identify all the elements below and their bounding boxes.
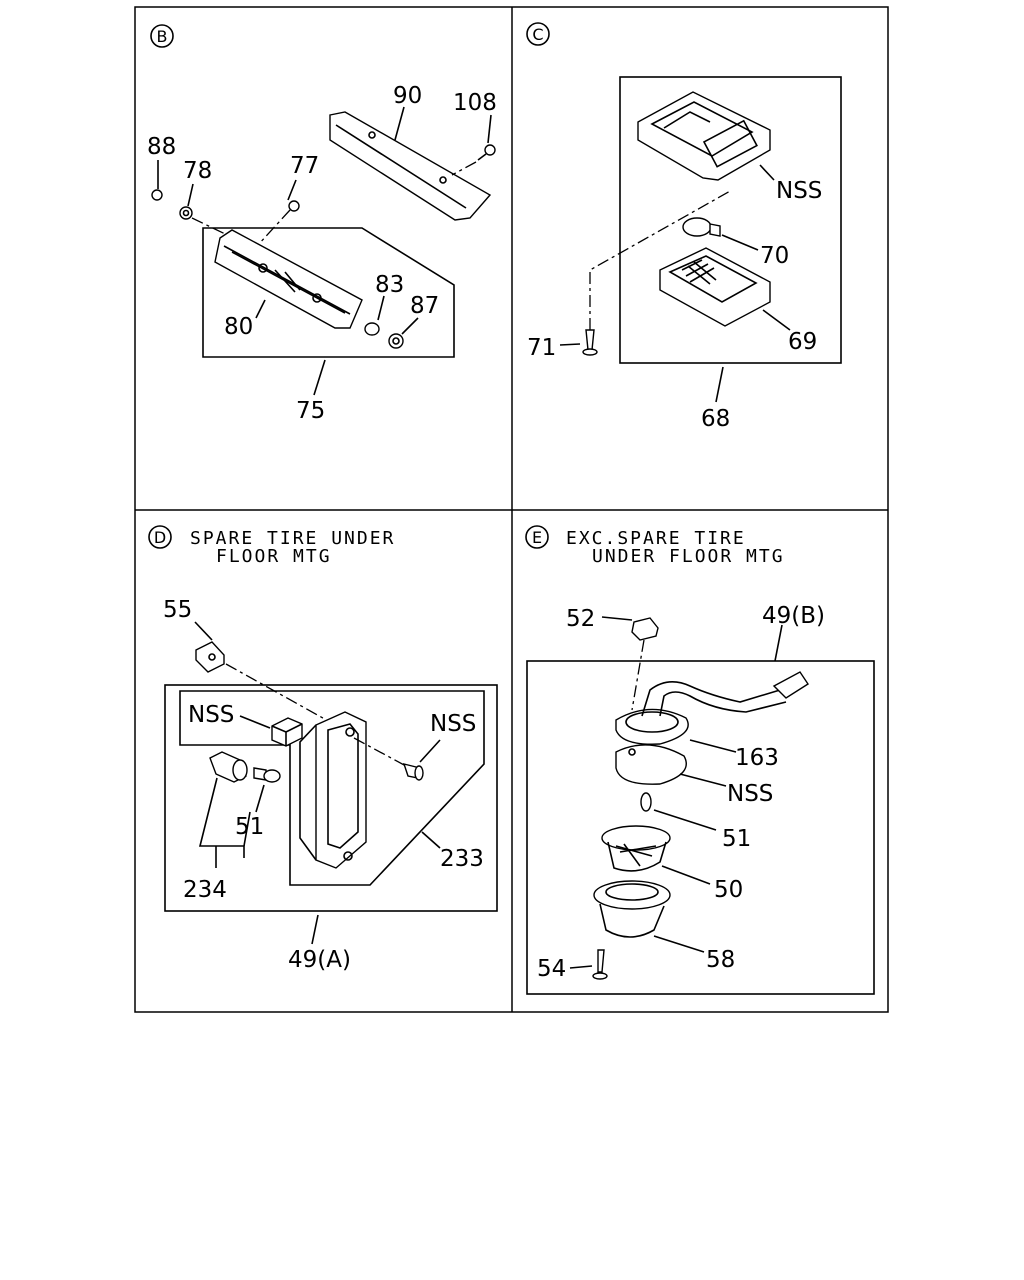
part-71-screw [559, 329, 598, 356]
svg-text:B: B [157, 27, 168, 46]
panel-grid [134, 6, 889, 1013]
label-nss-cube: NSS [188, 702, 234, 728]
assembly-49b-outline [526, 624, 875, 995]
svg-text:C: C [532, 25, 543, 44]
label-52: 52 [566, 606, 595, 632]
panel-d-title-line2: FLOOR MTG [216, 546, 332, 567]
label-69: 69 [788, 329, 817, 355]
part-70-bulb [682, 217, 759, 251]
part-88-cap [151, 160, 163, 201]
part-233-lamp-housing [299, 711, 367, 869]
assembly-68-outline [619, 76, 842, 403]
part-163-harness [615, 671, 809, 753]
label-70: 70 [760, 243, 789, 269]
panel-c-badge: C [526, 22, 550, 46]
part-78-grommet [179, 183, 194, 220]
label-nss-screw: NSS [430, 711, 476, 737]
label-78: 78 [183, 158, 212, 184]
label-58: 58 [706, 947, 735, 973]
panel-d-title-line1: SPARE TIRE UNDER [190, 528, 395, 549]
label-163: 163 [735, 745, 779, 771]
label-88: 88 [147, 134, 176, 160]
part-54-screw [569, 949, 608, 980]
panel-e-title-line2: UNDER FLOOR MTG [592, 546, 785, 567]
part-77-screw [287, 179, 300, 212]
part-55-clip [194, 621, 225, 673]
part-69-lens [659, 247, 791, 331]
label-75: 75 [296, 398, 325, 424]
panel-c: C [526, 22, 842, 432]
part-80-lamp-body [214, 229, 363, 329]
part-87-socket [388, 317, 419, 349]
label-nss-gasket: NSS [727, 781, 773, 807]
label-83: 83 [375, 272, 404, 298]
panel-e: E EXC.SPARE TIRE UNDER FLOOR MTG [525, 525, 875, 995]
panel-b-badge: B [150, 24, 174, 48]
label-80: 80 [224, 314, 253, 340]
label-234: 234 [183, 877, 227, 903]
label-nss: NSS [776, 178, 822, 204]
assembly-233-outline [179, 690, 485, 886]
part-50-lens [601, 825, 711, 885]
label-51-e: 51 [722, 826, 751, 852]
label-49b: 49(B) [762, 603, 825, 629]
part-nss-gasket [615, 744, 727, 787]
svg-text:D: D [154, 528, 166, 547]
panel-b: B [147, 24, 497, 424]
label-233: 233 [440, 846, 484, 872]
part-51-bulb-e [640, 792, 717, 831]
panel-d-badge: D [148, 525, 172, 549]
label-108: 108 [453, 90, 497, 116]
assembly-49a-outline [164, 684, 498, 945]
part-58-bezel [593, 880, 705, 953]
part-nss-screw [402, 739, 441, 781]
panel-d: D SPARE TIRE UNDER FLOOR MTG [148, 525, 498, 973]
label-90: 90 [393, 83, 422, 109]
part-nss-cube [239, 715, 303, 747]
label-49a: 49(A) [288, 947, 351, 973]
label-68: 68 [701, 406, 730, 432]
label-51: 51 [235, 814, 264, 840]
part-108-screw [451, 114, 496, 176]
label-87: 87 [410, 293, 439, 319]
label-71: 71 [527, 335, 556, 361]
label-54: 54 [537, 956, 566, 982]
panel-e-title-line1: EXC.SPARE TIRE [566, 528, 746, 549]
part-234-socket [209, 751, 248, 783]
panel-e-badge: E [525, 525, 549, 549]
assembly-75-outline [202, 227, 455, 396]
label-55: 55 [163, 597, 192, 623]
part-52-clip [601, 616, 659, 641]
part-83-bulb [364, 295, 385, 336]
part-51-bulb [253, 767, 281, 813]
label-50: 50 [714, 877, 743, 903]
svg-text:E: E [532, 528, 542, 547]
part-90-garnish [329, 111, 492, 221]
part-nss-housing [637, 91, 775, 181]
label-77: 77 [290, 153, 319, 179]
